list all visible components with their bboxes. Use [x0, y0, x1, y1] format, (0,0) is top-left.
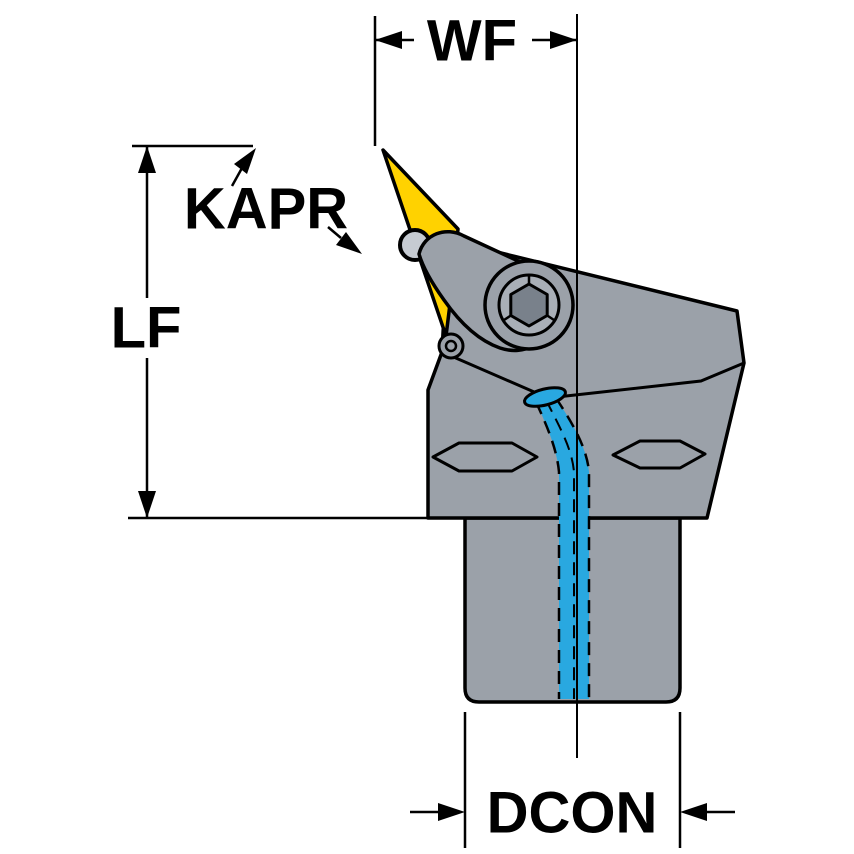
coolant-outlet-hole	[523, 386, 567, 408]
coolant-channel	[536, 398, 589, 699]
lf-arrowhead-top-icon	[138, 146, 156, 173]
lf-arrowhead-bottom-icon	[138, 491, 156, 518]
lf-label-background	[102, 298, 190, 358]
side-groove-left	[431, 441, 539, 473]
dcon-arrowhead-left-icon	[438, 803, 465, 821]
insert-shim-screw-center	[444, 339, 458, 353]
kapr-label: KAPR	[184, 177, 348, 242]
insert-shim-screw	[437, 332, 465, 360]
dcon-arrowhead-right-icon	[680, 803, 707, 821]
hex-socket-icon	[509, 282, 549, 328]
wf-arrowhead-right-icon	[550, 31, 577, 49]
side-groove-right	[611, 439, 707, 470]
dcon-label: DCON	[487, 781, 658, 846]
coolant-channel-hidden-edge-left	[534, 401, 561, 699]
lf-label: LF	[111, 296, 182, 361]
kapr-arrowhead-lower-icon	[336, 232, 362, 254]
wf-label: WF	[427, 9, 517, 74]
kapr-leader-line-upper	[230, 167, 244, 187]
kapr-arrowhead-upper-icon	[234, 148, 256, 174]
kapr-leader-line-lower	[327, 226, 342, 239]
wf-arrowhead-left-icon	[375, 31, 402, 49]
hex-socket-depth-lines	[503, 276, 555, 322]
coolant-channel-hidden-center	[545, 399, 575, 699]
coolant-channel-hidden-edge-right	[554, 397, 591, 699]
head-ridge-line	[441, 350, 745, 400]
